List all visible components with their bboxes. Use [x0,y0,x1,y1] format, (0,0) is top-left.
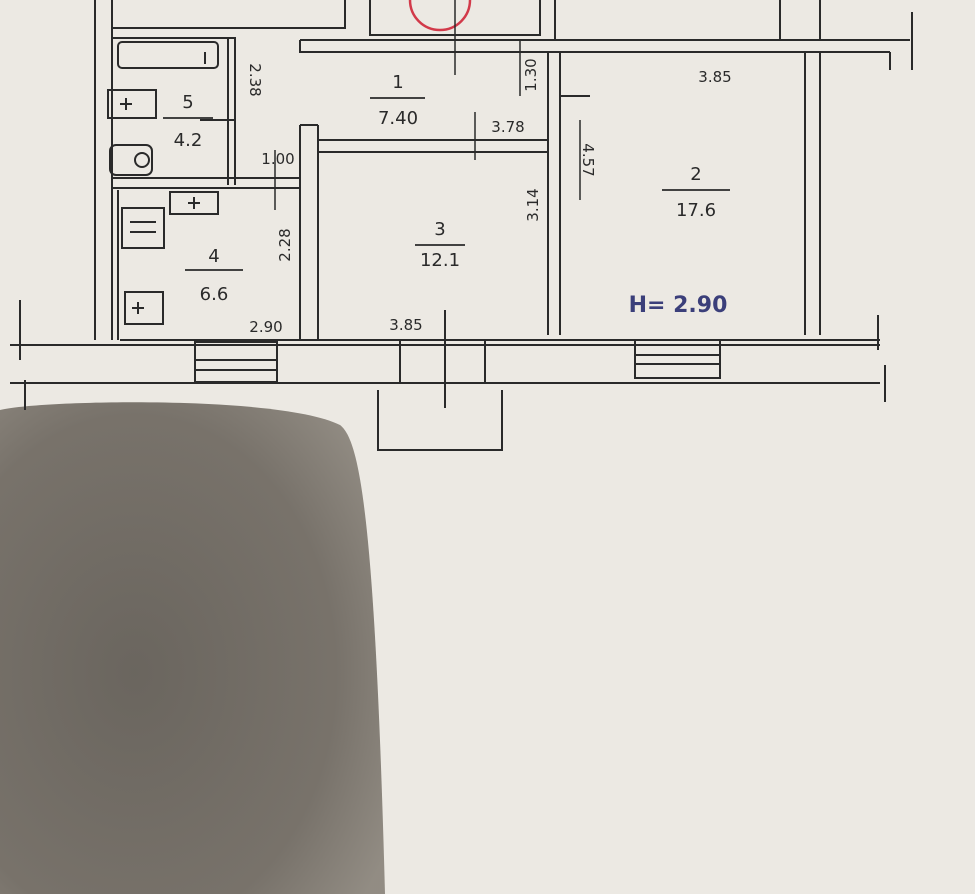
dimension-kitchen-width: 2.90 [249,318,282,336]
dimension-kitchen-depth: 2.28 [276,228,294,261]
room-1-number: 1 [392,72,403,93]
room-4-area: 6.6 [200,284,229,305]
walls [10,0,913,451]
fixture-marks [120,52,206,314]
dimension-room2-depth: 4.57 [579,143,597,176]
dimension-room3-depth: 3.14 [524,188,542,221]
dimension-bath-length: 2.38 [246,63,264,96]
room-3-area: 12.1 [420,250,460,271]
dimension-lines [274,0,581,210]
stamp-mark [408,0,472,32]
dimension-hall-depth: 1.30 [522,58,540,91]
dimension-room3-width: 3.85 [389,316,422,334]
room-1-area: 7.40 [378,108,418,129]
dimension-hall-width: 3.78 [491,118,524,136]
room-5-area: 4.2 [174,130,203,151]
room-2-area: 17.6 [676,200,716,221]
paper-shadow [0,402,385,894]
ceiling-height-mark: H= 2.90 [629,293,728,318]
room-3-number: 3 [434,219,445,240]
room-fraction-lines [163,97,730,271]
room-5-number: 5 [182,92,193,113]
dimension-corridor-width: 1.00 [261,150,294,168]
room-4-number: 4 [208,246,219,267]
room-2-number: 2 [690,164,701,185]
dimension-room2-width: 3.85 [698,68,731,86]
